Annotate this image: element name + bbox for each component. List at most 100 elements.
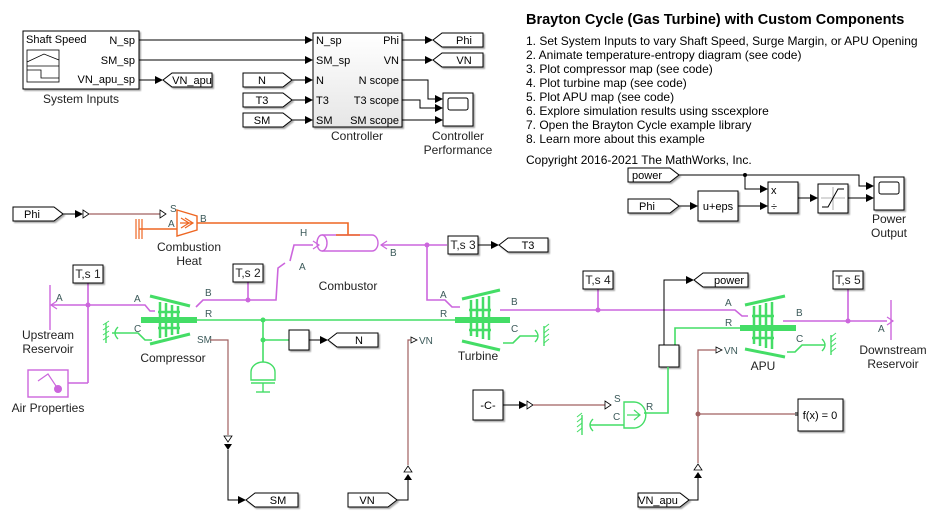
svg-text:T,s 3: T,s 3	[450, 238, 476, 252]
svg-text:Phi: Phi	[24, 209, 40, 221]
mechanical-reference-icon	[821, 332, 837, 355]
solver-configuration-block[interactable]: f(x) = 0	[797, 398, 844, 432]
svg-text:A: A	[168, 219, 175, 230]
svg-text:Phi: Phi	[639, 201, 655, 213]
upstream-reservoir[interactable]	[49, 285, 58, 330]
svg-text:VN: VN	[359, 495, 374, 507]
goto-sm-tag[interactable]: SM	[245, 492, 299, 508]
from-vn-apu-tag[interactable]: VN_apu	[637, 492, 690, 508]
svg-text:f(x) = 0: f(x) = 0	[803, 410, 838, 422]
controller-block[interactable]: N_sp SM_sp N T3 SM Phi VN N scope T3 sco…	[312, 32, 403, 128]
svg-text:A: A	[725, 298, 732, 309]
svg-text:S: S	[614, 394, 621, 405]
from-vn-tag[interactable]: VN	[347, 492, 398, 508]
svg-text:Performance: Performance	[424, 143, 493, 157]
goto-t3-tag[interactable]: T3	[498, 237, 549, 253]
inertia-icon[interactable]	[250, 361, 276, 393]
svg-text:T3: T3	[256, 95, 269, 107]
svg-text:C: C	[134, 324, 141, 335]
svg-text:Reservoir: Reservoir	[867, 357, 918, 371]
svg-text:SM scope: SM scope	[350, 115, 399, 127]
svg-text:power: power	[632, 170, 662, 182]
svg-text:N_sp: N_sp	[316, 35, 342, 47]
compressor-label: Compressor	[140, 351, 205, 365]
downstream-reservoir-label: Downstream	[859, 343, 926, 357]
svg-text:N scope: N scope	[359, 75, 399, 87]
svg-text:A: A	[134, 294, 141, 305]
from-t3-tag[interactable]: T3	[242, 92, 293, 108]
speed-sensor-block[interactable]	[288, 329, 310, 351]
instruction-link[interactable]: 2. Animate temperature-entropy diagram (…	[526, 48, 802, 62]
turbine-label: Turbine	[458, 349, 499, 363]
goto-power-tag[interactable]: power	[693, 272, 749, 288]
from-sm-tag[interactable]: SM	[242, 112, 293, 128]
instruction-link[interactable]: 8. Learn more about this example	[526, 132, 705, 146]
sensor-ts1[interactable]: T,s 1	[72, 264, 104, 284]
system-inputs-block[interactable]: Shaft Speed N_sp SM_sp VN_apu_sp	[22, 30, 140, 90]
svg-text:C: C	[511, 324, 518, 335]
svg-text:N: N	[258, 75, 266, 87]
controller-performance-scope[interactable]	[442, 92, 474, 127]
product-block[interactable]: x ÷	[767, 181, 799, 214]
from-phi-tag-heat[interactable]: Phi	[12, 206, 64, 222]
compressor-block[interactable]	[141, 294, 197, 346]
sensor-ts4[interactable]: T,s 4	[582, 270, 614, 290]
svg-text:SM: SM	[254, 115, 271, 127]
from-n-tag[interactable]: N	[242, 72, 293, 88]
svg-text:VN: VN	[724, 346, 738, 357]
svg-text:T3: T3	[316, 95, 329, 107]
mechanical-reference-icon	[102, 320, 119, 343]
svg-text:N: N	[355, 335, 363, 347]
instruction-link[interactable]: 6. Explore simulation results using ssce…	[526, 104, 769, 118]
upstream-reservoir-label: Upstream	[22, 328, 74, 342]
instructions-list: 1. Set System Inputs to vary Shaft Speed…	[526, 34, 918, 146]
apu-block[interactable]	[740, 294, 796, 359]
goto-vn-apu[interactable]: VN_apu	[162, 72, 213, 88]
power-output-label: Power	[872, 212, 906, 226]
combustor-block[interactable]	[316, 234, 379, 252]
combustion-heat-label: Combustion	[157, 240, 221, 254]
angular-velocity-source-block[interactable]	[623, 401, 647, 429]
air-properties-block[interactable]	[27, 369, 69, 398]
svg-text:T3: T3	[522, 240, 535, 252]
instruction-link[interactable]: 1. Set System Inputs to vary Shaft Speed…	[526, 34, 918, 48]
svg-text:Phi: Phi	[456, 35, 472, 47]
sensor-ts5[interactable]: T,s 5	[832, 270, 864, 290]
svg-text:Output: Output	[871, 226, 908, 240]
power-sensor-block[interactable]	[658, 344, 680, 368]
downstream-reservoir[interactable]	[886, 300, 895, 340]
combustion-heat-block[interactable]	[176, 209, 198, 237]
instruction-link[interactable]: 3. Plot compressor map (see code)	[526, 62, 713, 76]
system-inputs-label: System Inputs	[43, 92, 119, 106]
turbine-block[interactable]	[455, 288, 510, 352]
svg-text:A: A	[440, 290, 447, 301]
svg-text:C: C	[796, 334, 803, 345]
svg-text:VN_apu_sp: VN_apu_sp	[78, 74, 136, 86]
controller-label: Controller	[331, 129, 383, 143]
svg-text:SM_sp: SM_sp	[316, 55, 350, 67]
constant-block[interactable]: -C-	[472, 389, 504, 421]
svg-text:VN: VN	[456, 55, 471, 67]
goto-n-tag[interactable]: N	[327, 332, 379, 348]
from-phi-tag-power[interactable]: Phi	[627, 198, 680, 214]
sensor-ts3[interactable]: T,s 3	[447, 235, 479, 255]
instruction-link[interactable]: 4. Plot turbine map (see code)	[526, 76, 687, 90]
saturation-block[interactable]	[817, 183, 849, 214]
svg-text:A: A	[56, 293, 63, 304]
goto-vn-tag[interactable]: VN	[432, 52, 484, 68]
instruction-link[interactable]: 5. Plot APU map (see code)	[526, 90, 675, 104]
svg-text:B: B	[511, 297, 518, 308]
svg-text:x: x	[771, 185, 777, 197]
goto-phi-tag[interactable]: Phi	[432, 32, 484, 48]
from-power-tag[interactable]: power	[627, 167, 680, 183]
instruction-link[interactable]: 7. Open the Brayton Cycle example librar…	[526, 118, 752, 132]
svg-text:u+eps: u+eps	[703, 201, 734, 213]
svg-text:T3 scope: T3 scope	[354, 95, 399, 107]
svg-text:S: S	[170, 204, 177, 215]
u-plus-eps-block[interactable]: u+eps	[697, 190, 739, 222]
power-output-scope[interactable]	[873, 176, 905, 211]
svg-text:VN_apu: VN_apu	[638, 495, 678, 507]
svg-text:R: R	[205, 309, 212, 320]
sensor-ts2[interactable]: T,s 2	[232, 263, 264, 283]
svg-text:C: C	[613, 412, 620, 423]
